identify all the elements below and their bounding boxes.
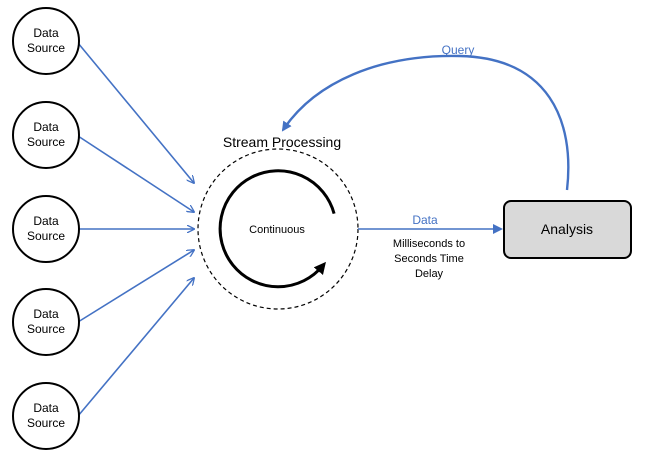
data-source-line1: Data [33,214,59,228]
source-arrow-4 [77,250,194,323]
continuous-loop-arrow [218,169,336,289]
query-label: Query [442,43,475,57]
analysis-label: Analysis [541,221,593,237]
query-feedback-arrow [281,54,570,191]
delay-label-line3: Delay [415,268,444,280]
data-source-1: Data Source [12,7,80,75]
delay-label-line2: Seconds Time [394,253,464,265]
data-source-line1: Data [33,401,59,415]
data-source-4: Data Source [12,288,80,356]
data-source-line2: Source [27,229,65,243]
source-arrow-2 [77,135,194,212]
data-source-line1: Data [33,307,59,321]
continuous-label: Continuous [249,224,305,236]
data-source-5: Data Source [12,382,80,450]
data-source-2: Data Source [12,101,80,169]
data-edge-label: Data [412,213,438,227]
data-source-3: Data Source [12,195,80,263]
source-arrow-1 [77,42,194,183]
data-source-line2: Source [27,41,65,55]
data-source-line2: Source [27,416,65,430]
delay-label-line1: Milliseconds to [393,238,465,250]
data-source-line1: Data [33,26,59,40]
source-arrow-5 [77,278,194,417]
analysis-box [503,200,632,259]
data-source-line2: Source [27,322,65,336]
data-source-line2: Source [27,135,65,149]
data-source-line1: Data [33,120,59,134]
source-arrows [77,42,194,417]
stream-processing-title: Stream Processing [223,134,341,150]
